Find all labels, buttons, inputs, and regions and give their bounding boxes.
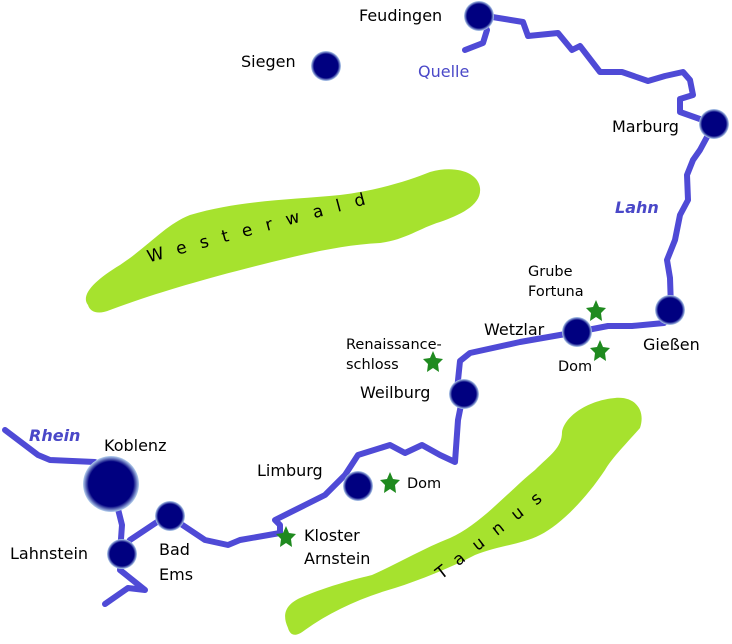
landmark-label-kloster-2: Arnstein	[304, 549, 371, 568]
city-marker-limburg[interactable]	[343, 471, 373, 501]
westerwald-region	[85, 169, 481, 313]
landmark-label-limburg-dom: Dom	[407, 476, 442, 492]
city-marker-lahnstein[interactable]	[107, 539, 137, 569]
star-icon-limburg-dom[interactable]	[380, 472, 400, 493]
city-label-wetzlar: Wetzlar	[484, 320, 545, 339]
star-icon-grube-fortuna[interactable]	[586, 300, 606, 321]
city-label-limburg: Limburg	[257, 461, 323, 480]
city-marker-giessen[interactable]	[655, 295, 685, 325]
landmark-label-renaissance-1: Renaissance-	[346, 337, 442, 353]
city-marker-siegen[interactable]	[311, 51, 341, 81]
city-marker-bad-ems[interactable]	[155, 501, 185, 531]
city-label-bad-ems-2: Ems	[159, 565, 194, 584]
landmark-label-grube-2: Fortuna	[528, 284, 584, 300]
city-marker-marburg[interactable]	[699, 109, 729, 139]
landmark-label-wetzlar-dom: Dom	[558, 359, 593, 375]
river-label-lahn: Lahn	[615, 198, 659, 217]
river-source-label: Quelle	[418, 62, 470, 81]
city-label-weilburg: Weilburg	[360, 383, 431, 402]
star-icon-renaissanceschloss[interactable]	[423, 351, 443, 372]
city-marker-koblenz[interactable]	[83, 456, 139, 512]
city-label-lahnstein: Lahnstein	[10, 544, 89, 563]
city-marker-weilburg[interactable]	[449, 379, 479, 409]
star-icon-kloster-arnstein[interactable]	[276, 526, 296, 547]
city-label-feudingen: Feudingen	[359, 6, 443, 25]
star-icon-wetzlar-dom[interactable]	[590, 340, 610, 361]
city-label-koblenz: Koblenz	[104, 436, 167, 455]
river-label-rhein: Rhein	[29, 426, 81, 445]
landmark-label-renaissance-2: schloss	[346, 357, 399, 373]
city-marker-wetzlar[interactable]	[562, 317, 592, 347]
city-label-giessen: Gießen	[643, 335, 700, 354]
city-label-bad-ems-1: Bad	[159, 540, 190, 559]
lahn-river	[102, 12, 717, 607]
taunus-region	[285, 397, 642, 635]
city-marker-feudingen[interactable]	[464, 1, 494, 31]
city-label-marburg: Marburg	[612, 117, 679, 136]
landmark-label-kloster-1: Kloster	[304, 526, 360, 545]
city-label-siegen: Siegen	[241, 52, 296, 71]
landmark-label-grube-1: Grube	[528, 264, 573, 280]
